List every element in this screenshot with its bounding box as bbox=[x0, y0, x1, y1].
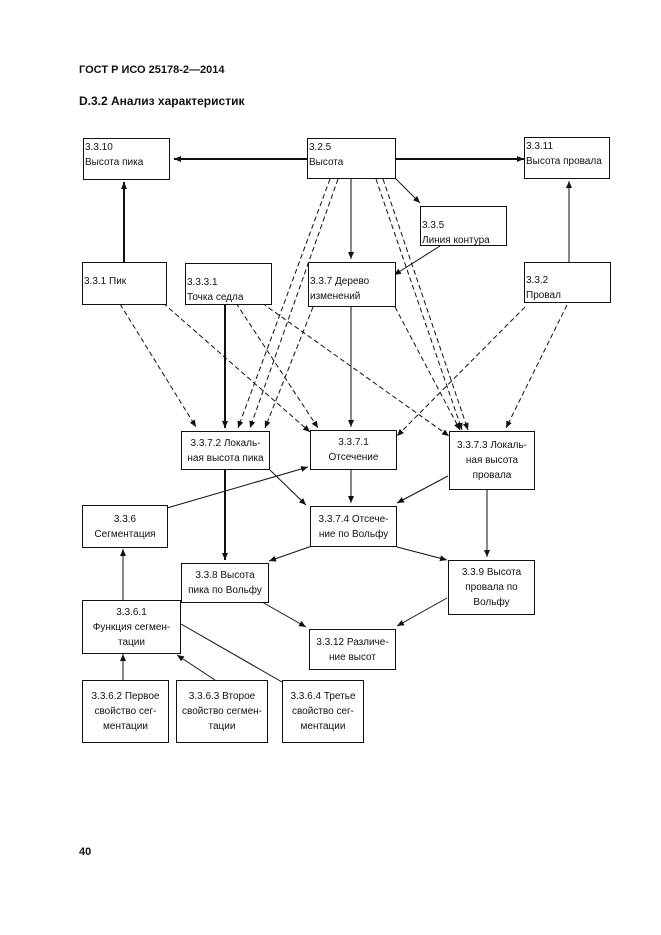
node-contour-line-label: 3.3.5 Линия контура bbox=[422, 220, 490, 246]
edge-wolf-pruning-to-wolf-peak bbox=[268, 545, 313, 562]
node-local-pit-height-label: 3.3.7.3 Локаль- ная высота провала bbox=[456, 440, 527, 481]
edge-height-to-local-peak-b bbox=[249, 178, 339, 429]
edge-height-to-local-pit-b bbox=[382, 178, 469, 431]
node-seg-prop-1-label: 3.3.6.2 Первое свойство сег- ментации bbox=[91, 691, 160, 732]
edge-peak-to-cut bbox=[162, 302, 311, 433]
node-seg-function: 3.3.6.1 Функция сегмен- тации bbox=[82, 600, 181, 654]
node-local-peak-height: 3.3.7.2 Локаль- ная высота пика bbox=[181, 431, 270, 470]
node-segmentation: 3.3.6 Сегментация bbox=[82, 505, 168, 548]
node-wolf-pit-height-label: 3.3.9 Высота провала по Вольфу bbox=[461, 567, 522, 608]
node-peak-label: 3.3.1 Пик bbox=[84, 276, 127, 287]
standard-header: ГОСТ Р ИСО 25178-2—2014 bbox=[79, 64, 225, 76]
edge-height-to-local-pit-a bbox=[375, 178, 463, 431]
page-number: 40 bbox=[79, 846, 92, 858]
node-wolf-peak-height-label: 3.3.8 Высота пика по Вольфу bbox=[188, 570, 262, 596]
node-saddle-point-label: 3.3.3.1 Точка седла bbox=[187, 277, 244, 303]
node-seg-prop-2-label: 3.3.6.3 Второе свойство сегмен- тации bbox=[182, 691, 262, 732]
edge-peak-to-local-peak bbox=[119, 303, 197, 428]
section-title: D.3.2 Анализ характеристик bbox=[79, 94, 245, 108]
node-wolf-peak-height: 3.3.8 Высота пика по Вольфу bbox=[181, 563, 269, 603]
edge-local-pit-to-wolf-pruning bbox=[396, 475, 449, 504]
node-wolf-pruning: 3.3.7.4 Отсече- ние по Вольфу bbox=[310, 506, 397, 547]
edge-saddle-to-cut bbox=[235, 302, 319, 429]
node-local-peak-height-label: 3.3.7.2 Локаль- ная высота пика bbox=[187, 437, 264, 464]
node-contour-line: 3.3.5 Линия контура bbox=[420, 206, 507, 246]
edge-pit-to-cut bbox=[396, 306, 526, 437]
node-pit-height-label: 3.3.11 Высота провала bbox=[526, 141, 602, 167]
edge-wolf-pruning-to-wolf-pit bbox=[396, 546, 448, 562]
edge-pit-to-local-pit bbox=[505, 304, 568, 429]
edge-height-to-local-peak-a bbox=[237, 178, 331, 429]
node-peak: 3.3.1 Пик bbox=[82, 262, 167, 305]
node-cut: 3.3.7.1 Отсечение bbox=[310, 430, 397, 470]
node-segmentation-label: 3.3.6 Сегментация bbox=[94, 513, 156, 540]
node-height-diff: 3.3.12 Различе- ние высот bbox=[309, 629, 396, 670]
edge-height-to-contour bbox=[394, 177, 421, 204]
edge-seg-func-to-prop3 bbox=[180, 623, 283, 683]
node-seg-function-label: 3.3.6.1 Функция сегмен- тации bbox=[92, 606, 171, 648]
node-saddle-point: 3.3.3.1 Точка седла bbox=[185, 263, 272, 305]
node-wolf-pruning-label: 3.3.7.4 Отсече- ние по Вольфу bbox=[318, 513, 389, 540]
edge-local-peak-to-wolf-pruning bbox=[269, 469, 307, 506]
node-change-tree-label: 3.3.7 Дерево изменений bbox=[310, 276, 370, 302]
edge-wolf-pit-to-height-diff bbox=[396, 597, 448, 627]
node-seg-prop-2: 3.3.6.3 Второе свойство сегмен- тации bbox=[176, 680, 268, 743]
node-change-tree: 3.3.7 Дерево изменений bbox=[308, 262, 396, 307]
node-pit: 3.3.2 Провал bbox=[524, 262, 611, 303]
node-wolf-pit-height: 3.3.9 Высота провала по Вольфу bbox=[448, 560, 535, 615]
edge-segmentation-to-cut bbox=[166, 466, 309, 509]
node-height-diff-label: 3.3.12 Различе- ние высот bbox=[316, 636, 389, 663]
node-seg-prop-3-label: 3.3.6.4 Третье свойство сег- ментации bbox=[290, 691, 356, 732]
edge-saddle-to-local-pit bbox=[261, 302, 450, 437]
edge-change-tree-to-local-pit bbox=[394, 306, 461, 431]
node-height-label: 3.2.5 Высота bbox=[309, 142, 344, 168]
node-peak-height: 3.3.10 Высота пика bbox=[83, 138, 170, 180]
node-pit-height: 3.3.11 Высота провала bbox=[524, 137, 610, 179]
edge-prop2-to-seg-func bbox=[176, 654, 216, 681]
node-peak-height-label: 3.3.10 Высота пика bbox=[85, 142, 144, 168]
node-seg-prop-3: 3.3.6.4 Третье свойство сег- ментации bbox=[282, 680, 364, 743]
node-seg-prop-1: 3.3.6.2 Первое свойство сег- ментации bbox=[82, 680, 169, 743]
edge-contour-to-change-tree bbox=[393, 245, 441, 276]
node-pit-label: 3.3.2 Провал bbox=[526, 275, 561, 301]
node-cut-label: 3.3.7.1 Отсечение bbox=[328, 437, 379, 463]
node-local-pit-height: 3.3.7.3 Локаль- ная высота провала bbox=[449, 431, 535, 490]
edge-change-tree-to-local-peak bbox=[264, 306, 314, 429]
node-height: 3.2.5 Высота bbox=[307, 138, 396, 179]
